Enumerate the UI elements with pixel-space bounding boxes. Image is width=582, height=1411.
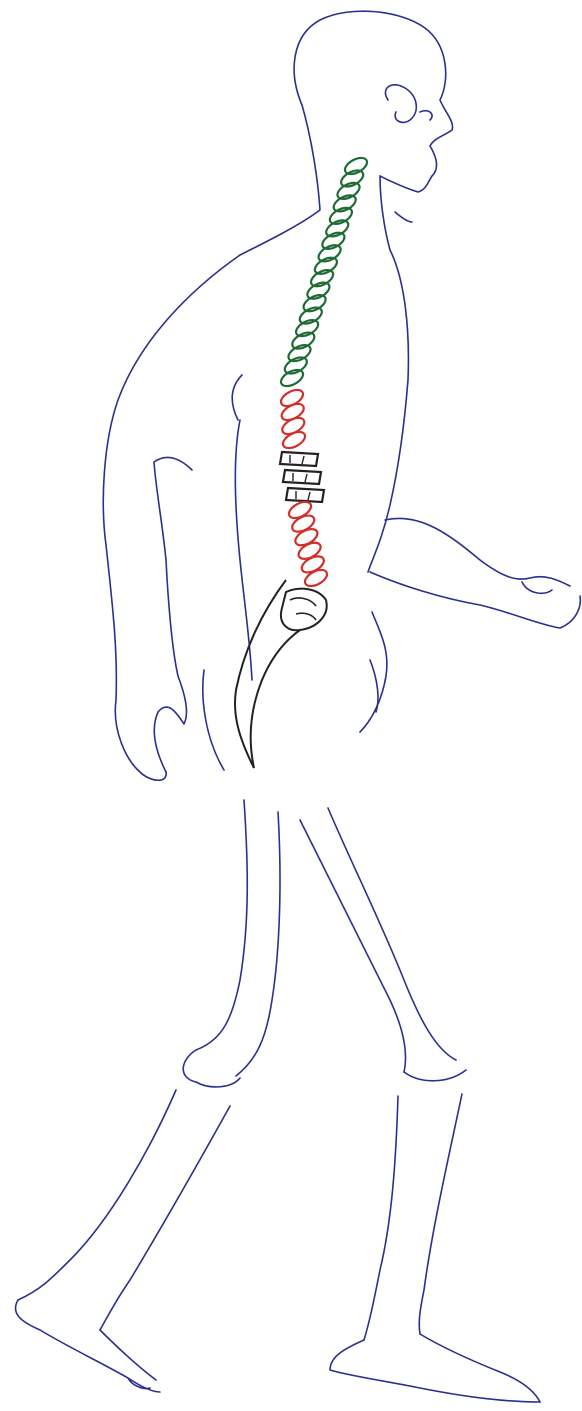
red-vertebra-coil <box>302 567 329 590</box>
black-vertebra-block <box>280 452 318 466</box>
lower-lumbar-vertebrae <box>286 499 329 590</box>
black-vertebra-block <box>283 470 321 484</box>
cervical-thoracic-vertebrae <box>278 155 369 390</box>
neck-back-outline <box>240 105 320 255</box>
jaw-line <box>395 212 412 222</box>
face-detail <box>420 111 432 120</box>
green-vertebra-coil <box>278 367 305 390</box>
front-foot-outline <box>330 1340 540 1402</box>
back-foot-outline <box>15 1300 160 1392</box>
back-knee-outline <box>196 1078 240 1087</box>
back-shin-inner-outline <box>100 1106 230 1330</box>
back-foot-top-outline <box>100 1330 156 1380</box>
ear-outline <box>385 85 416 123</box>
sacrum-detail <box>290 598 316 620</box>
inner-arm-crease <box>154 457 192 470</box>
back-shin-outline <box>18 1090 176 1300</box>
front-thigh-outline <box>328 808 456 1060</box>
body-outline <box>15 11 580 1402</box>
front-hand-detail <box>522 582 552 593</box>
chest-outline <box>368 250 408 572</box>
forearm-front-outline <box>154 462 186 772</box>
inner-upper-arm-outline <box>232 375 242 420</box>
neck-front-outline <box>380 176 390 250</box>
front-arm-lower-outline <box>370 572 580 628</box>
upper-lumbar-vertebrae <box>278 387 307 452</box>
black-vertebra-block <box>286 488 324 502</box>
hip-back-outline <box>203 670 224 770</box>
front-shin-front-outline <box>419 1094 462 1334</box>
head-outline <box>294 11 452 192</box>
pelvis-detail <box>370 660 378 712</box>
back-thigh-outline <box>183 800 247 1082</box>
back-contour <box>235 420 252 680</box>
sacrum-coccyx <box>281 589 327 631</box>
upper-arm-back-outline <box>103 255 240 780</box>
intervertebral-blocks <box>280 452 324 502</box>
front-arm-upper-outline <box>385 518 570 586</box>
front-shin-outline <box>364 1096 398 1340</box>
back-thigh-inner-outline <box>236 812 280 1076</box>
front-knee-outline <box>404 1070 466 1081</box>
